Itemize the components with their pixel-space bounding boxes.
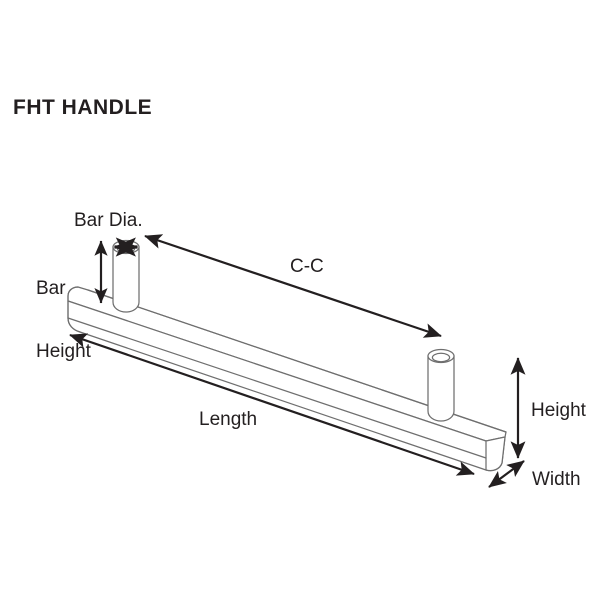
dimension-label-bar-height-line2: Height (36, 341, 91, 363)
dimension-label-width: Width (532, 469, 581, 490)
bar-right-end-face (485, 436, 506, 472)
dimension-label-cc: C-C (290, 256, 324, 277)
width-dimension-line (488, 460, 525, 488)
right-post (427, 348, 455, 422)
dimension-label-length: Length (199, 409, 258, 430)
dimension-label-height: Height (531, 400, 586, 421)
bar-front-mid-edge (67, 317, 487, 459)
bar-left-end-cap (67, 286, 81, 333)
right-post-bore (431, 352, 451, 363)
dimension-label-bar-height-line1: Bar (36, 277, 66, 299)
cc-dimension-line (144, 234, 442, 338)
dimension-label-bar-height: Bar Height (36, 235, 91, 405)
left-post (112, 239, 140, 313)
length-dimension-line (69, 333, 475, 476)
right-post-body (427, 355, 455, 422)
dimension-label-bar-dia: Bar Dia. (74, 210, 143, 231)
dimension-lines (69, 234, 526, 488)
left-post-body (112, 246, 140, 313)
page-title: FHT HANDLE (13, 96, 153, 119)
